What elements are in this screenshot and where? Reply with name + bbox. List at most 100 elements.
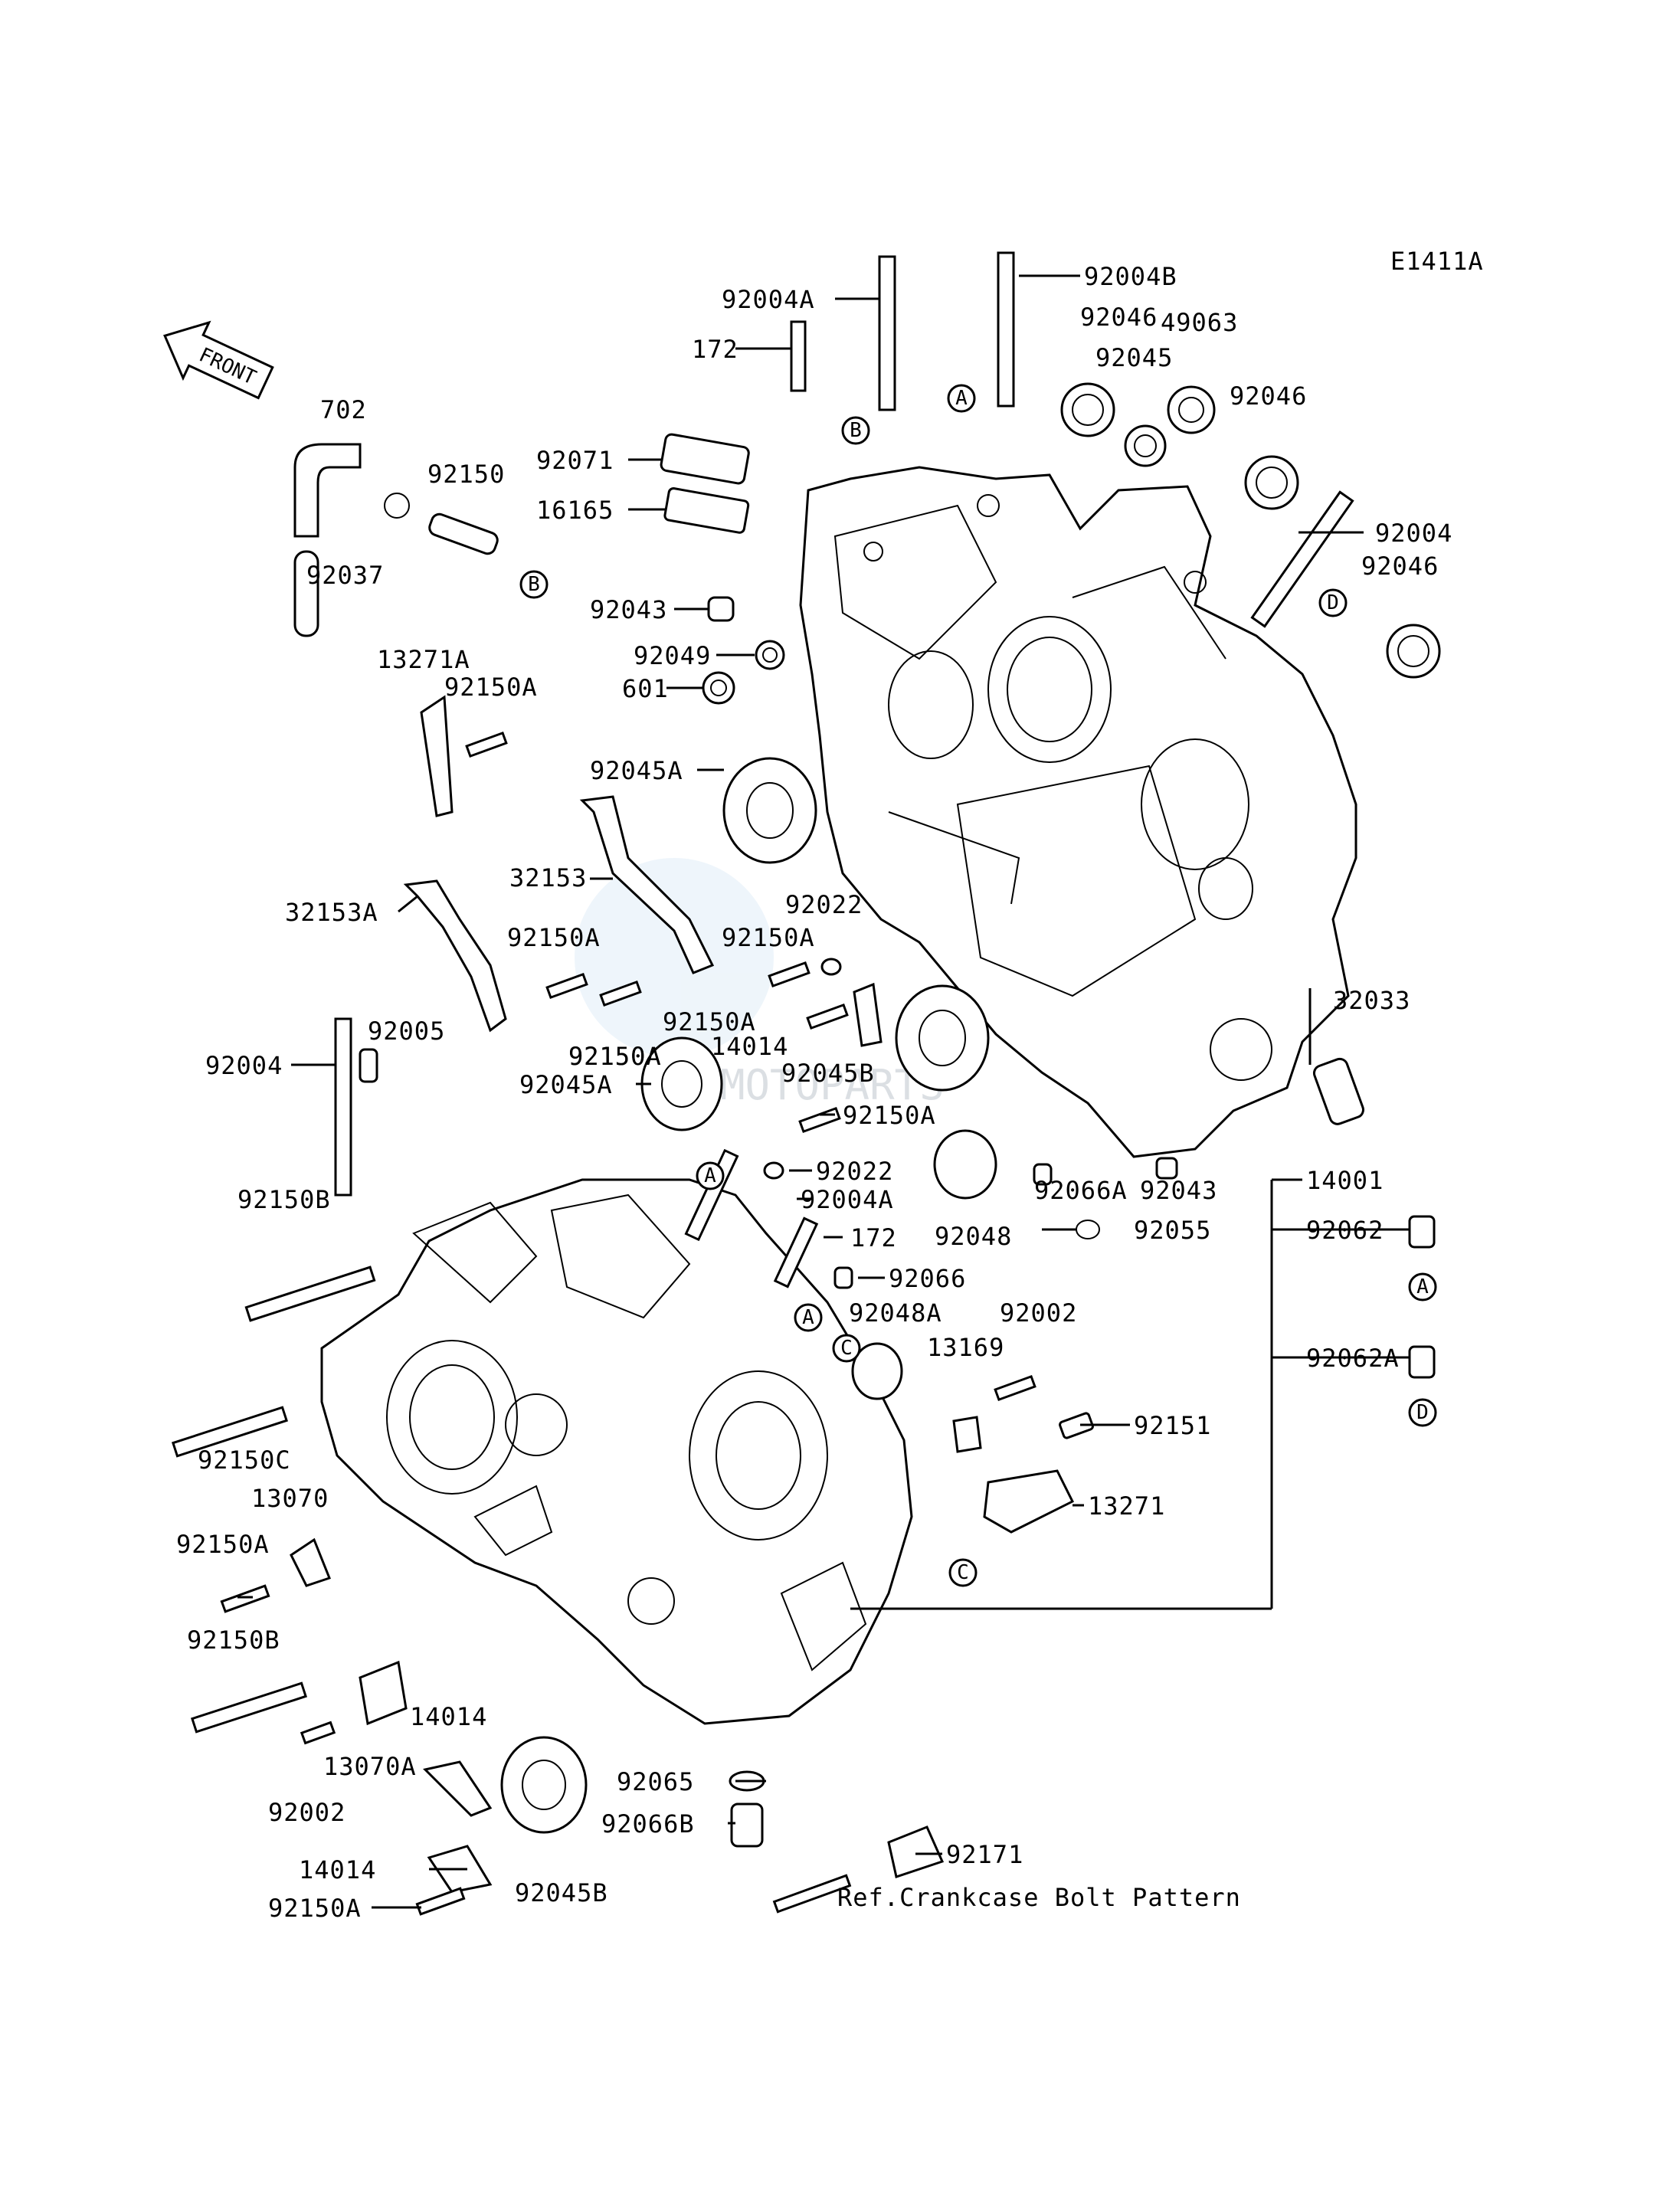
part-label: 92002 xyxy=(1000,1298,1077,1328)
part-label: 92043 xyxy=(1140,1176,1217,1205)
part-label: 702 xyxy=(320,395,367,424)
bearing-92045 xyxy=(1124,424,1167,467)
svg-text:B: B xyxy=(850,419,862,442)
part-label: 92048A xyxy=(849,1298,942,1328)
part-label: 92005 xyxy=(368,1017,445,1046)
collar-92043 xyxy=(707,596,735,622)
part-label: 92151 xyxy=(1134,1411,1211,1440)
stud-92004a-mid xyxy=(684,1148,739,1242)
part-label: 92062 xyxy=(1306,1216,1384,1245)
part-label: 92150A xyxy=(444,673,538,702)
part-label: 92066A xyxy=(1034,1176,1128,1205)
part-label: 92150A xyxy=(507,923,601,952)
bearing-92049 xyxy=(755,640,785,670)
part-label: 92037 xyxy=(306,561,384,590)
seal-92048 xyxy=(933,1129,997,1200)
part-label: 92150C xyxy=(198,1446,291,1475)
bolt-92150a-3 xyxy=(599,980,642,1007)
part-label: 92045B xyxy=(781,1059,875,1088)
part-label: 92150A xyxy=(663,1007,756,1036)
ref-marker-a-mid: A xyxy=(696,1161,725,1190)
part-label: 92045A xyxy=(590,756,683,785)
part-label: 14001 xyxy=(1306,1166,1384,1195)
part-label: 92004A xyxy=(801,1185,894,1214)
part-label: 92046 xyxy=(1361,552,1439,581)
ref-marker-c-low: C xyxy=(948,1558,978,1587)
part-label: 92004 xyxy=(1375,519,1452,548)
svg-text:D: D xyxy=(1416,1401,1429,1424)
part-label: 92065 xyxy=(617,1767,694,1796)
part-label: 92043 xyxy=(590,595,667,624)
svg-text:C: C xyxy=(840,1337,853,1360)
part-label: 92150A xyxy=(268,1894,362,1923)
ref-marker-a-right: A xyxy=(1408,1272,1437,1302)
part-label: 92066 xyxy=(889,1264,966,1293)
part-label: 92022 xyxy=(816,1157,893,1186)
stud-92004-right xyxy=(1250,490,1354,628)
dowel-92005 xyxy=(359,1048,378,1083)
svg-text:D: D xyxy=(1327,591,1339,614)
part-label: 92062A xyxy=(1306,1344,1400,1373)
part-label: 92004 xyxy=(205,1051,283,1080)
part-label: 92045 xyxy=(1095,343,1173,372)
ref-marker-d-right: D xyxy=(1408,1398,1437,1427)
gasket-92071 xyxy=(660,433,750,485)
part-label: 13169 xyxy=(927,1333,1004,1362)
plate-13070 xyxy=(290,1537,331,1587)
seal-92048a xyxy=(851,1342,903,1400)
bolt-92150a-8 xyxy=(415,1887,466,1916)
part-label: 92150A xyxy=(722,923,815,952)
bearing-92045a-upper xyxy=(722,757,817,864)
bolt-92150a-2 xyxy=(545,972,588,1000)
clamp-92037 xyxy=(384,493,410,519)
bolt-92150a-5 xyxy=(806,1003,849,1030)
svg-text:A: A xyxy=(1416,1275,1429,1298)
part-label: 92066B xyxy=(601,1809,695,1838)
part-label: 92150 xyxy=(427,460,505,489)
stud-92004b xyxy=(997,251,1015,408)
ref-marker-b-left: B xyxy=(519,570,549,599)
part-label: 92045A xyxy=(519,1070,613,1099)
bolt-92150a-4 xyxy=(768,961,811,988)
cover-13271a xyxy=(420,695,454,817)
part-label: 92150B xyxy=(237,1185,331,1214)
plate-14014-upper xyxy=(853,982,883,1047)
part-label: 172 xyxy=(850,1223,897,1252)
bearing-92045b-lower xyxy=(500,1736,588,1834)
part-label: 172 xyxy=(692,335,738,364)
bolt-92150a-6 xyxy=(798,1106,841,1134)
bearing-92045b-upper xyxy=(895,984,990,1092)
stud-92004a xyxy=(878,255,896,411)
bolt-ref xyxy=(772,1874,852,1914)
part-labels: 92004B 92004A 172 92046 49063 92045 9204… xyxy=(176,262,1452,1923)
bearing-92046-a xyxy=(1060,382,1115,437)
oring-92055 xyxy=(1076,1220,1100,1239)
washer-92022-upper xyxy=(820,958,842,976)
hose-702-lower xyxy=(293,550,319,637)
part-label: 16165 xyxy=(536,496,614,525)
part-label: 92048 xyxy=(935,1222,1012,1251)
ref-marker-a-low: A xyxy=(794,1303,823,1332)
dowel-92066 xyxy=(833,1266,853,1289)
plate-14014-mid xyxy=(423,1760,493,1817)
ref-marker-c-mid: C xyxy=(832,1334,861,1363)
part-label: 92049 xyxy=(634,641,711,670)
part-label: 13271 xyxy=(1088,1491,1165,1521)
part-label: 32153A xyxy=(285,898,378,927)
bolt-92002-lower xyxy=(300,1721,336,1745)
part-label: 92004B xyxy=(1084,262,1177,291)
clamp-13169 xyxy=(952,1416,982,1453)
ref-marker-a-top: A xyxy=(947,384,976,413)
watermark-logo: MOTOPARTS xyxy=(575,858,945,1109)
bearing-92046-c xyxy=(1386,624,1441,679)
part-label: 92046 xyxy=(1080,303,1158,332)
part-label: 13070A xyxy=(323,1752,417,1781)
bolt-92002-right xyxy=(994,1374,1036,1402)
part-label: 601 xyxy=(622,674,669,703)
part-label: 92055 xyxy=(1134,1216,1211,1245)
part-label: 32153 xyxy=(509,863,587,892)
breather-32033 xyxy=(1312,1057,1364,1125)
pipe-32153a xyxy=(403,879,507,1033)
diagram-code: E1411A xyxy=(1390,247,1484,276)
bolt-92151 xyxy=(1059,1412,1094,1439)
